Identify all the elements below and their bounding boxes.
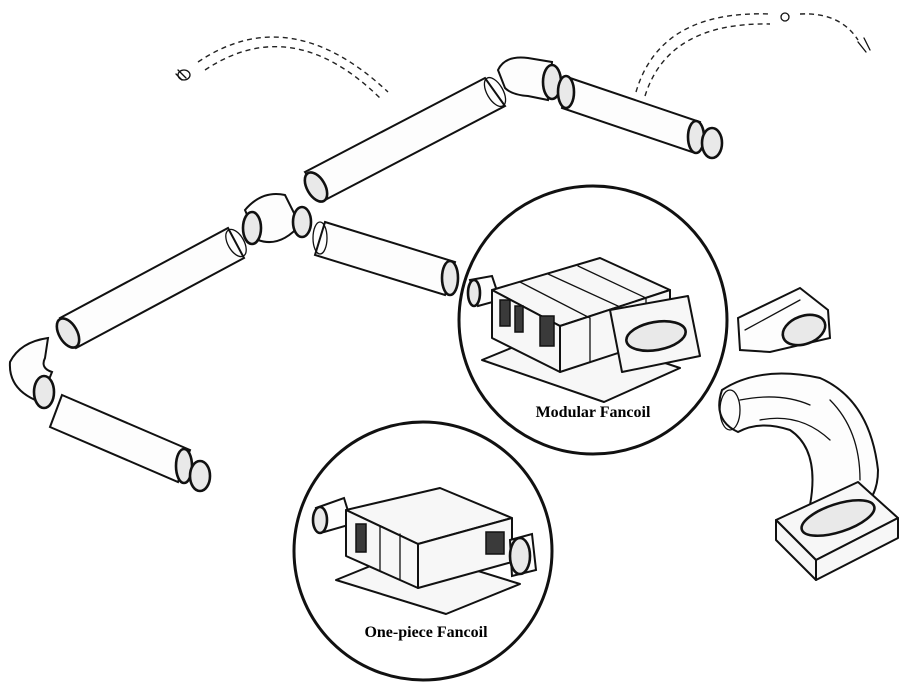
duct-pipe-bottom-left: [48, 393, 212, 493]
one-piece-fancoil-callout: One-piece Fancoil: [292, 420, 554, 682]
modular-fancoil-label: Modular Fancoil: [536, 404, 651, 421]
duct-pipe-lower-diagonal: [55, 226, 247, 350]
flex-hose-left: [175, 36, 389, 99]
duct-elbow-top: [496, 56, 563, 102]
duct-elbow-left: [8, 336, 56, 410]
duct-pipe-middle: [312, 220, 460, 297]
duct-pipe-top-right: [556, 74, 724, 160]
flex-hose-right: [635, 12, 871, 97]
modular-fancoil-callout: Modular Fancoil: [457, 184, 729, 456]
duct-pipe-upper-diagonal: [303, 76, 507, 203]
diffuser-box: [775, 481, 899, 581]
one-piece-fancoil-label: One-piece Fancoil: [364, 624, 488, 641]
reducer-fitting: [736, 286, 832, 354]
duct-tee: [241, 193, 313, 246]
